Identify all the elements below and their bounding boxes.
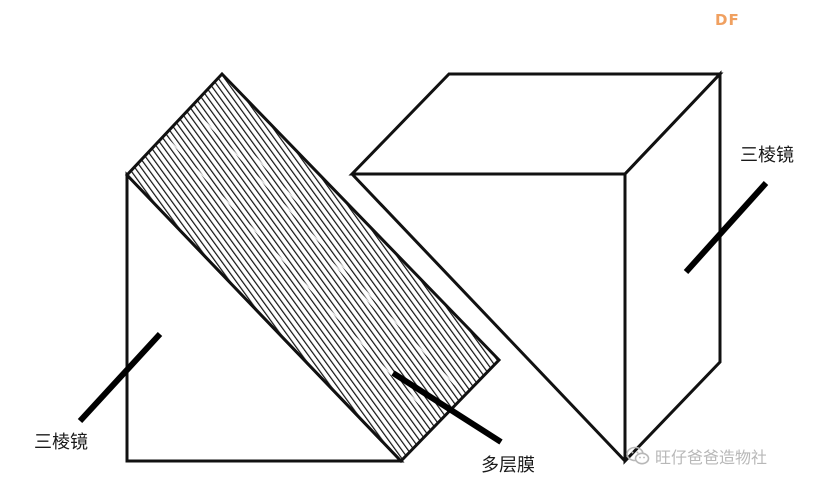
watermark: 旺仔爸爸造物社 xyxy=(626,444,767,468)
brand-logo: DF xyxy=(715,11,740,29)
leader-multilayer-film xyxy=(391,370,503,445)
leader-left-prism xyxy=(77,331,163,424)
label-left-prism: 三棱镜 xyxy=(34,432,88,453)
label-multilayer-film: 多层膜 xyxy=(481,455,535,476)
leader-right-prism xyxy=(683,180,769,275)
right-prism xyxy=(348,70,724,465)
wechat-icon xyxy=(626,446,650,465)
watermark-text: 旺仔爸爸造物社 xyxy=(655,448,768,467)
label-right-prism: 三棱镜 xyxy=(740,145,794,166)
